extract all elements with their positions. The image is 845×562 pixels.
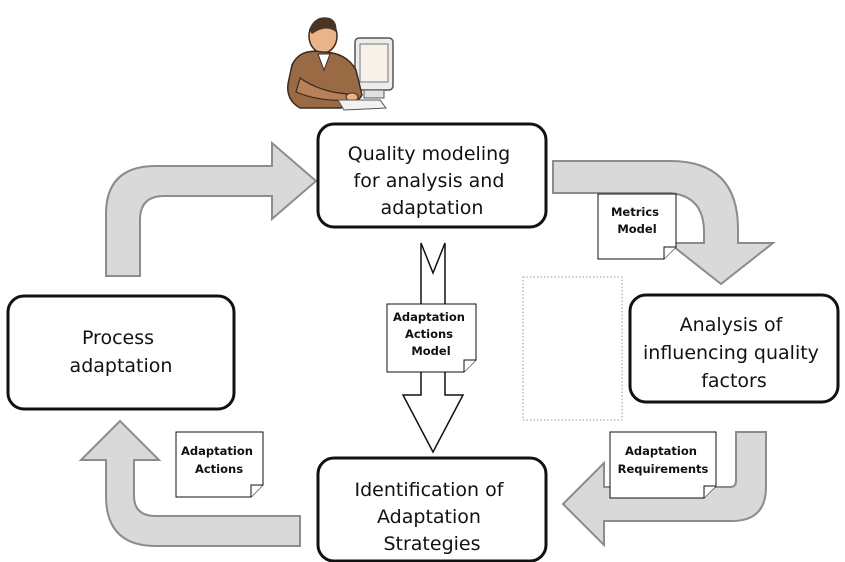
doc-metrics-model: Metrics Model	[597, 193, 677, 260]
identification-line-3: Strategies	[383, 533, 480, 555]
box-process-adaptation: Process adaptation	[6, 294, 236, 411]
analysis-line-1: Analysis of	[680, 314, 784, 336]
box-quality-modeling: Quality modeling for analysis and adapta…	[316, 122, 548, 229]
metrics-model-line-1: Metrics	[611, 205, 659, 219]
analysis-line-3: factors	[701, 370, 767, 392]
adaptation-actions-model-line-2: Actions	[405, 327, 453, 341]
doc-adaptation-actions-model: Adaptation Actions Model	[386, 303, 477, 373]
arrow-to-quality-modeling	[105, 140, 318, 277]
person-at-computer-icon	[287, 17, 394, 111]
quality-modeling-line-3: adaptation	[381, 197, 484, 219]
svg-text:Identification of Adapta: Identification of Adaptation Strategies	[355, 479, 510, 555]
box-identification: Identification of Adaptation Strategies	[316, 456, 548, 562]
identification-line-2: Adaptation	[377, 506, 481, 528]
svg-text:Process adaptation: Process adaptation	[70, 327, 173, 377]
svg-text:Metrics Model: Metrics Model	[611, 205, 663, 236]
svg-text:Analysis of influencing: Analysis of influencing quality factors	[643, 314, 825, 392]
quality-modeling-line-2: for analysis and	[354, 170, 505, 192]
adaptation-requirements-line-2: Requirements	[618, 462, 709, 476]
metrics-model-line-2: Model	[617, 222, 656, 236]
svg-text:Quality modeling for ana: Quality modeling for analysis and adapta…	[348, 143, 517, 219]
svg-text:Adaptation Actions: Adaptation Actions	[181, 444, 257, 476]
svg-text:Adaptation Actions: Adaptation Actions Model	[393, 310, 469, 358]
adaptation-actions-model-line-1: Adaptation	[393, 310, 465, 324]
identification-line-1: Identification of	[355, 479, 505, 501]
adaptation-actions-line-1: Adaptation	[181, 444, 253, 458]
doc-adaptation-requirements: Adaptation Requirements	[609, 431, 717, 499]
adaptation-requirements-line-1: Adaptation	[625, 444, 697, 458]
svg-text:Adaptation Requirements: Adaptation Requirements	[618, 444, 709, 476]
adaptation-actions-model-line-3: Model	[411, 344, 450, 358]
doc-adaptation-actions: Adaptation Actions	[175, 431, 264, 498]
adaptation-actions-line-2: Actions	[195, 462, 243, 476]
box-analysis: Analysis of influencing quality factors	[628, 293, 840, 404]
arrow-to-process-adaptation	[78, 419, 301, 547]
quality-modeling-line-1: Quality modeling	[348, 143, 510, 165]
analysis-line-2: influencing quality	[643, 342, 819, 364]
process-adaptation-line-1: Process	[82, 327, 154, 349]
process-adaptation-line-2: adaptation	[70, 355, 173, 377]
arrow-to-analysis	[552, 160, 776, 286]
dotted-placeholder	[522, 276, 623, 421]
